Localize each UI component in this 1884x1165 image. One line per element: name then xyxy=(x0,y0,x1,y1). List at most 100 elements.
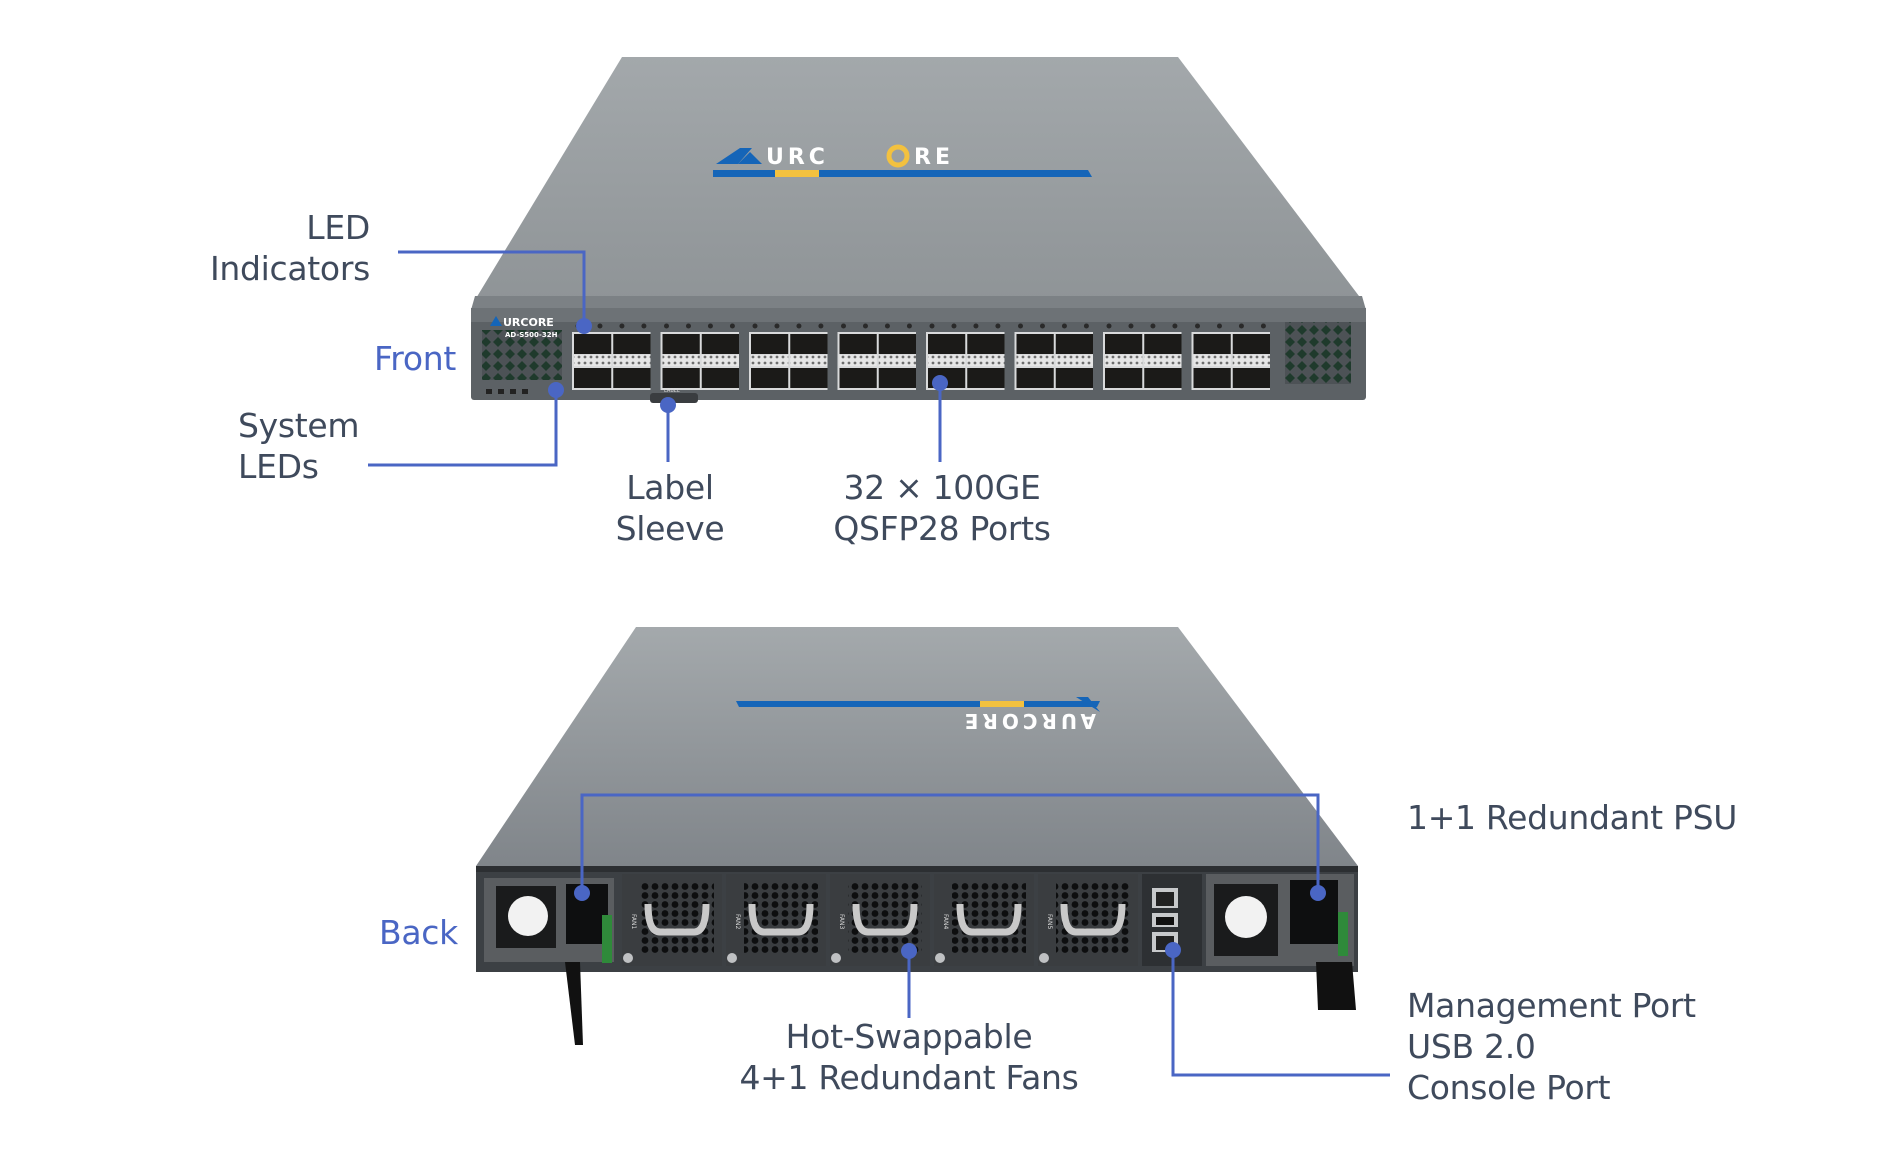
port-led xyxy=(884,323,890,329)
thumb-screw xyxy=(727,953,737,963)
callout-mgmt-line1: Management Port xyxy=(1407,986,1696,1025)
qsfp28-port xyxy=(1016,334,1054,354)
psu-1 xyxy=(484,878,614,1045)
port-vent xyxy=(790,355,828,366)
callout-system-leds-line2: LEDs xyxy=(238,447,319,486)
qsfp28-port xyxy=(574,368,612,388)
port-vent xyxy=(1105,355,1143,366)
callout-line-system-leds xyxy=(368,392,558,467)
thumb-screw xyxy=(623,953,633,963)
fan-label: FAN2 xyxy=(734,914,741,929)
port-vent xyxy=(967,355,1005,366)
port-led xyxy=(641,323,647,329)
front-left-vent xyxy=(482,330,562,380)
port-led xyxy=(841,323,846,329)
port-led xyxy=(1061,323,1067,329)
port-led xyxy=(774,323,780,329)
port-led xyxy=(862,323,868,329)
qsfp28-port xyxy=(1232,368,1270,388)
qsfp28-port xyxy=(1016,368,1054,388)
callout-dots xyxy=(548,318,1326,959)
port-vent xyxy=(878,355,916,366)
callout-system-leds: System LEDs xyxy=(238,405,360,487)
port-led xyxy=(818,323,824,329)
system-led-row xyxy=(486,389,528,394)
svg-text:RE: RE xyxy=(914,145,954,170)
dot-ports xyxy=(932,375,948,391)
qsfp28-port xyxy=(1193,368,1231,388)
callout-ports: 32 × 100GE QSFP28 Ports xyxy=(833,467,1051,549)
port-vent xyxy=(1232,355,1270,366)
callout-line-mgmt xyxy=(1171,952,1390,1077)
qsfp28-port xyxy=(613,334,651,354)
fan-handle xyxy=(1060,903,1126,936)
callout-ports-line1: 32 × 100GE xyxy=(843,468,1041,507)
port-led xyxy=(752,323,758,329)
callout-mgmt: Management Port USB 2.0 Console Port xyxy=(1407,985,1696,1108)
port-vent xyxy=(701,355,739,366)
callout-label-sleeve-line2: Sleeve xyxy=(615,509,725,548)
port-led xyxy=(1172,323,1178,329)
callout-led-indicators-line2: Indicators xyxy=(209,249,370,288)
port-led xyxy=(619,323,625,329)
qsfp28-port xyxy=(967,334,1005,354)
back-top-logo: AURCORE xyxy=(736,697,1100,733)
port-led xyxy=(1018,323,1023,329)
fan-handle xyxy=(748,903,814,936)
port-led xyxy=(1238,323,1244,329)
view-label-front: Front xyxy=(374,339,456,378)
port-vent xyxy=(613,355,651,366)
port-vent xyxy=(1016,355,1054,366)
callout-lines xyxy=(368,250,1390,1077)
port-led xyxy=(796,323,802,329)
callout-fans-line1: Hot-Swappable xyxy=(785,1017,1033,1056)
callout-line-led-indicators xyxy=(398,250,586,322)
port-led xyxy=(906,323,912,329)
front-model-text: AD-S500-32H xyxy=(505,331,558,339)
port-led xyxy=(929,323,935,329)
front-right-vent xyxy=(1285,322,1351,384)
fan-label: FAN5 xyxy=(1046,914,1053,929)
qsfp28-port xyxy=(662,334,700,354)
view-label-back: Back xyxy=(379,913,458,952)
port-led xyxy=(1195,323,1200,329)
callout-fans-line2: 4+1 Redundant Fans xyxy=(739,1058,1079,1097)
dot-led-indicators xyxy=(576,318,592,334)
port-led xyxy=(1039,323,1045,329)
front-brand-badge: URCORE AD-S500-32H xyxy=(490,316,558,339)
callout-led-indicators-line1: LED xyxy=(306,208,370,247)
port-led xyxy=(951,323,957,329)
port-led xyxy=(729,323,735,329)
callout-led-indicators: LED Indicators xyxy=(210,207,370,289)
dot-psu-2 xyxy=(1310,885,1326,901)
qsfp28-port xyxy=(878,334,916,354)
port-led xyxy=(1106,323,1112,329)
qsfp28-port xyxy=(839,334,877,354)
port-vent xyxy=(928,355,966,366)
port-led xyxy=(1216,323,1222,329)
thumb-screw xyxy=(935,953,945,963)
port-vent xyxy=(662,355,700,366)
port-vent xyxy=(574,355,612,366)
qsfp28-port xyxy=(790,334,828,354)
thumb-screw xyxy=(1039,953,1049,963)
fan-handle xyxy=(956,903,1022,936)
qsfp28-port xyxy=(878,368,916,388)
qsfp28-port xyxy=(1105,368,1143,388)
qsfp28-port xyxy=(1055,334,1093,354)
dot-psu-1 xyxy=(574,885,590,901)
qsfp28-port xyxy=(1193,334,1231,354)
callout-system-leds-line1: System xyxy=(238,406,360,445)
qsfp28-port xyxy=(751,368,789,388)
qsfp28-port-group xyxy=(572,323,1270,390)
fan-handle xyxy=(852,903,918,936)
qsfp28-port xyxy=(662,368,700,388)
port-vent xyxy=(1193,355,1231,366)
front-chassis-lip xyxy=(471,296,1366,310)
port-vent xyxy=(751,355,789,366)
qsfp28-port xyxy=(967,368,1005,388)
qsfp28-port xyxy=(928,334,966,354)
port-led xyxy=(664,323,669,329)
port-vent xyxy=(1144,355,1182,366)
